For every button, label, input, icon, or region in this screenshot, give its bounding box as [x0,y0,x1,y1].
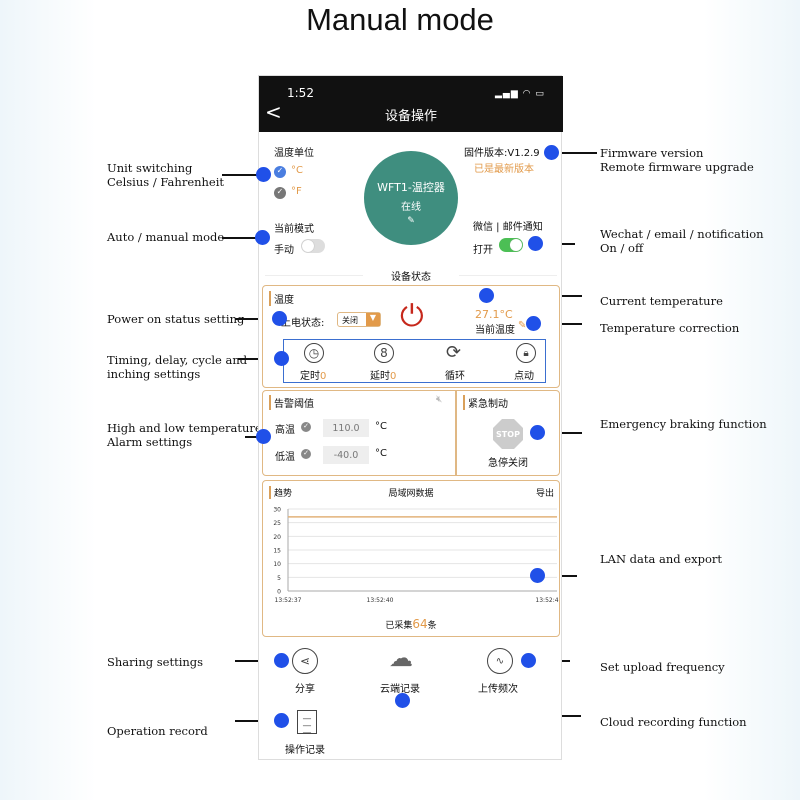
low-check-icon[interactable]: ✓ [301,449,311,459]
upload-frequency-icon[interactable]: ∿ [487,648,513,674]
edit-icon[interactable]: ✎ [407,216,415,226]
device-name: WFT1-温控器 [377,181,445,194]
y-tick-label: 5 [277,575,281,582]
high-unit: °C [375,421,387,432]
device-status: 在线 [401,202,421,213]
current-temp: 27.1°C [475,308,513,321]
emergency-label: 紧急制动 [463,395,508,410]
upload-frequency-button[interactable]: 上传频次 [478,684,518,695]
power-button[interactable]: ⏻ [400,299,424,334]
annotation-emergency: Emergency braking function [600,417,767,431]
unit-label: 温度单位 [274,148,314,159]
mode-value: 手动 [274,245,294,256]
annotation-notify: Wechat / email / notification On / off [600,227,764,255]
notify-toggle[interactable] [499,238,523,252]
y-tick-label: 10 [273,561,281,568]
notify-value: 打开 [473,245,493,256]
annotation-firmware: Firmware version Remote firmware upgrade [600,146,754,174]
inching-button[interactable]: 点动 [514,371,534,382]
cloud-record-button[interactable]: 云端记录 [380,684,420,695]
y-tick-label: 0 [277,589,281,596]
high-temp-input[interactable]: 110.0 [323,419,369,437]
annotation-correction: Temperature correction [600,321,740,335]
cycle-icon[interactable]: ⟳ [446,342,462,363]
power-status-label: 上电状态: [281,318,325,329]
high-label: 高温 [275,425,295,436]
delay-button[interactable]: 延时0 [370,371,397,382]
operation-record-button[interactable]: 操作记录 [285,745,325,756]
annotation-timing: Timing, delay, cycle and inching setting… [107,353,248,381]
y-tick-label: 25 [273,520,281,527]
timer-icon[interactable]: ◷ [304,343,324,363]
export-button[interactable]: 导出 [535,489,554,499]
status-section-title: 设备状态 [391,272,431,283]
current-temp-label: 当前温度 [475,325,515,336]
notify-label: 微信 | 邮件通知 [473,222,543,233]
share-icon[interactable]: ⋖ [292,648,318,674]
firmware-note[interactable]: 已是最新版本 [474,164,534,175]
header-title: 设备操作 [384,109,437,124]
x-tick-label: 13:52:40 [367,597,394,604]
x-tick-label: 13:52:37 [275,597,302,604]
mode-toggle[interactable] [301,239,325,253]
annotation-share: Sharing settings [107,655,204,669]
celsius-label[interactable]: °C [291,165,303,176]
trend-chart: 0 5 10 15 20 25 30 13:52:37 13:52:40 13:52:4 [273,507,558,605]
lock-icon[interactable]: 🔒︎ [516,343,536,363]
annotation-curtemp: Current temperature [600,294,723,308]
annotation-power: Power on status setting [107,312,245,326]
x-tick-label: 13:52:4 [535,597,558,604]
lan-data-title: 局域网数据 [388,489,434,499]
annotation-lan: LAN data and export [600,552,722,566]
power-status-select[interactable]: 关闭▼ [337,312,381,327]
low-unit: °C [375,448,387,459]
alarm-panel: 告警阈值 🔇︎ 高温 ✓ 110.0 °C 低温 ✓ -40.0 °C 紧急制动… [262,390,560,476]
low-temp-input[interactable]: -40.0 [323,446,369,464]
back-button[interactable]: < [265,100,282,124]
alarm-label: 告警阈值 [269,395,314,410]
trend-label: 趋势 [269,486,292,499]
y-tick-label: 20 [273,534,281,541]
firmware-version: 固件版本:V1.2.9 [464,148,540,159]
fahrenheit-radio[interactable]: ✓ [274,187,286,199]
app-header: 1:52 ▂▄▆ ◠ ▭ < 设备操作 [259,76,563,132]
document-icon[interactable]: ——— [297,710,317,738]
annotation-upload: Set upload frequency [600,660,725,674]
share-button[interactable]: 分享 [295,684,315,695]
annotation-mode: Auto / manual mode [107,230,225,244]
device-circle[interactable]: WFT1-温控器 在线 ✎ [364,151,458,245]
correction-icon[interactable]: ✎ [518,320,527,331]
high-check-icon[interactable]: ✓ [301,422,311,432]
status-time: 1:52 [287,86,314,100]
cloud-globe-icon[interactable]: ☁︎ [389,644,413,672]
y-tick-label: 30 [273,507,281,514]
timer-button[interactable]: 定时0 [300,371,327,382]
collected-count: 已采集64条 [385,617,437,631]
y-tick-label: 15 [273,548,281,555]
annotation-unit: Unit switching Celsius / Fahrenheit [107,161,225,189]
mode-label: 当前模式 [274,224,314,235]
status-icons: ▂▄▆ ◠ ▭ [495,89,545,99]
cycle-button[interactable]: 循环 [445,371,465,382]
page-title: Manual mode [306,2,494,37]
temp-panel: 温度 上电状态: 关闭▼ ⏻ 27.1°C 当前温度 ✎ ◷ 定时0 8 延时0… [262,285,560,388]
delay-icon[interactable]: 8 [374,343,394,363]
trend-panel: 趋势 局域网数据 导出 0 5 10 15 20 25 30 13:52:37 13:52:40… [262,480,560,637]
temp-label: 温度 [269,291,294,306]
celsius-radio[interactable]: ✓ [274,166,286,178]
phone-screen: 1:52 ▂▄▆ ◠ ▭ < 设备操作 温度单位 ✓ °C ✓ °F 当前模式 … [258,75,563,760]
annotation-alarm: High and low temperature Alarm settings [107,421,262,449]
timer-actions: ◷ 定时0 8 延时0 ⟳ 循环 🔒︎ 点动 [283,339,546,383]
fahrenheit-label[interactable]: °F [291,186,302,197]
stop-button[interactable]: STOP [493,419,523,449]
low-label: 低温 [275,452,295,463]
mute-icon[interactable]: 🔇︎ [436,394,443,405]
dropdown-icon: ▼ [366,313,380,326]
emergency-status: 急停关闭 [488,458,528,469]
annotation-cloud: Cloud recording function [600,715,747,729]
annotation-oplog: Operation record [107,724,208,738]
